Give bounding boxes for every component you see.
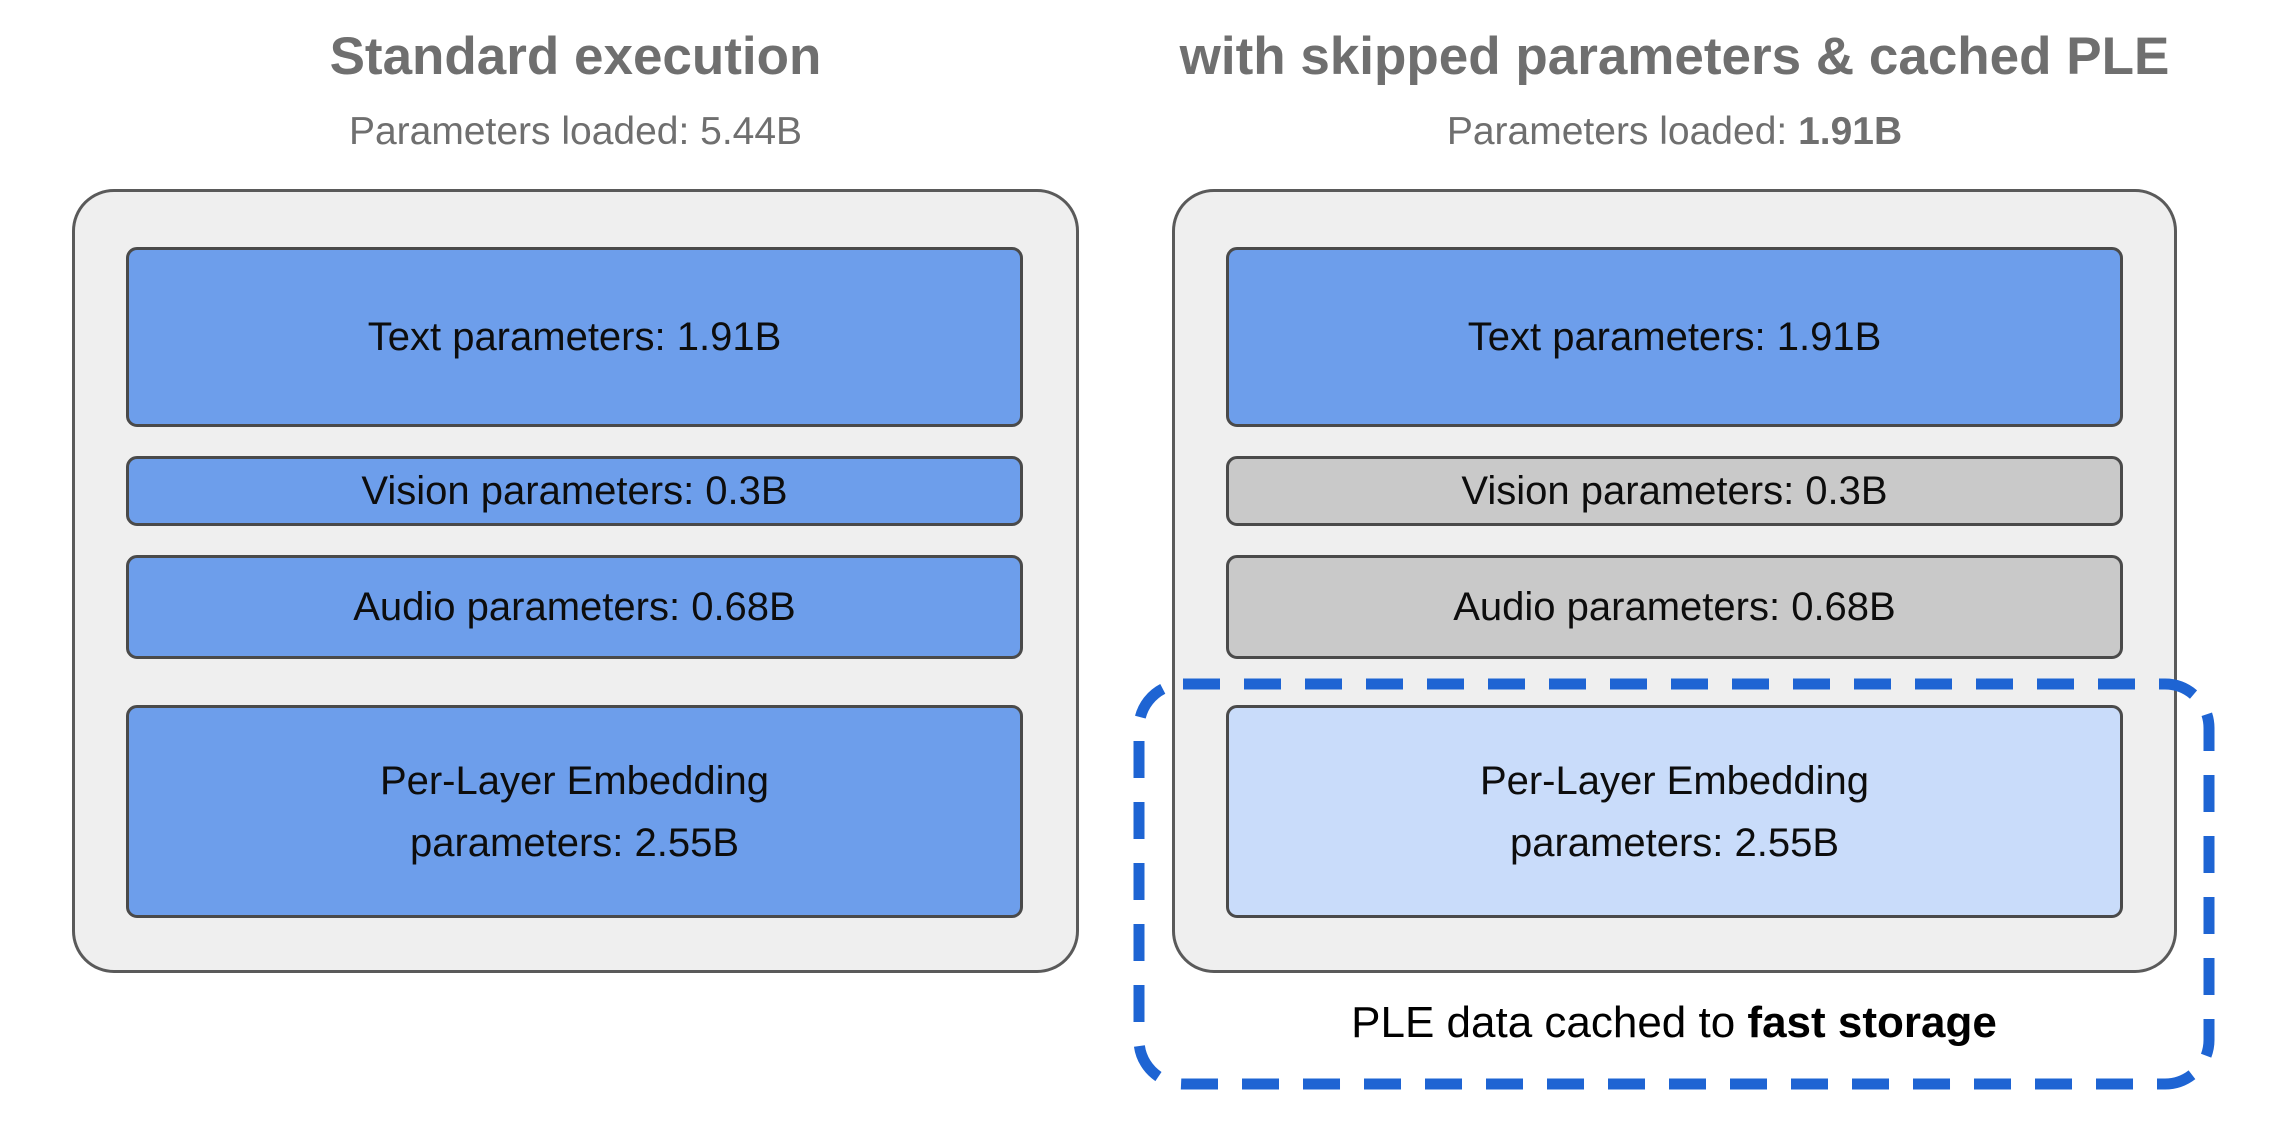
left-column-subtitle: Parameters loaded: 5.44B — [72, 110, 1079, 154]
left-subtitle-label: Parameters loaded: — [348, 110, 701, 153]
module-vision-parameters-skipped: Vision parameters: 0.3B — [1226, 456, 2123, 526]
left-column-title: Standard execution — [329, 27, 822, 86]
right-subtitle-label: Parameters loaded: — [1446, 110, 1799, 153]
standard-execution-panel: Text parameters: 1.91B Vision parameters… — [72, 189, 1079, 973]
right-column-title: with skipped parameters & cached PLE — [1179, 27, 2170, 86]
left-subtitle-value: 5.44B — [700, 110, 803, 153]
module-per-layer-embedding-cached: Per-Layer Embedding parameters: 2.55B — [1226, 705, 2123, 918]
right-subtitle-value: 1.91B — [1798, 110, 1903, 153]
ple-cache-caption: PLE data cached to fast storage — [1133, 998, 2215, 1048]
module-label: Per-Layer Embedding — [379, 758, 770, 803]
module-label: Text parameters: 1.91B — [367, 315, 782, 359]
module-label: Text parameters: 1.91B — [1467, 315, 1882, 359]
skipped-cached-panel: Text parameters: 1.91B Vision parameters… — [1172, 189, 2177, 973]
caption-prefix: PLE data cached to — [1351, 998, 1748, 1047]
module-label: Vision parameters: 0.3B — [1461, 469, 1888, 513]
module-label: Per-Layer Embedding — [1479, 758, 1870, 803]
module-label-line2: parameters: 2.55B — [409, 820, 740, 865]
module-text-parameters: Text parameters: 1.91B — [1226, 247, 2123, 427]
module-label: Audio parameters: 0.68B — [1453, 585, 1896, 629]
module-audio-parameters: Audio parameters: 0.68B — [126, 555, 1023, 659]
module-per-layer-embedding: Per-Layer Embedding parameters: 2.55B — [126, 705, 1023, 918]
module-label-line2: parameters: 2.55B — [1509, 820, 1840, 865]
module-audio-parameters-skipped: Audio parameters: 0.68B — [1226, 555, 2123, 659]
module-vision-parameters: Vision parameters: 0.3B — [126, 456, 1023, 526]
module-label: Audio parameters: 0.68B — [353, 585, 796, 629]
module-text-parameters: Text parameters: 1.91B — [126, 247, 1023, 427]
module-label: Vision parameters: 0.3B — [361, 469, 788, 513]
right-column-subtitle: Parameters loaded: 1.91B — [1172, 110, 2177, 154]
caption-bold: fast storage — [1747, 998, 1997, 1047]
